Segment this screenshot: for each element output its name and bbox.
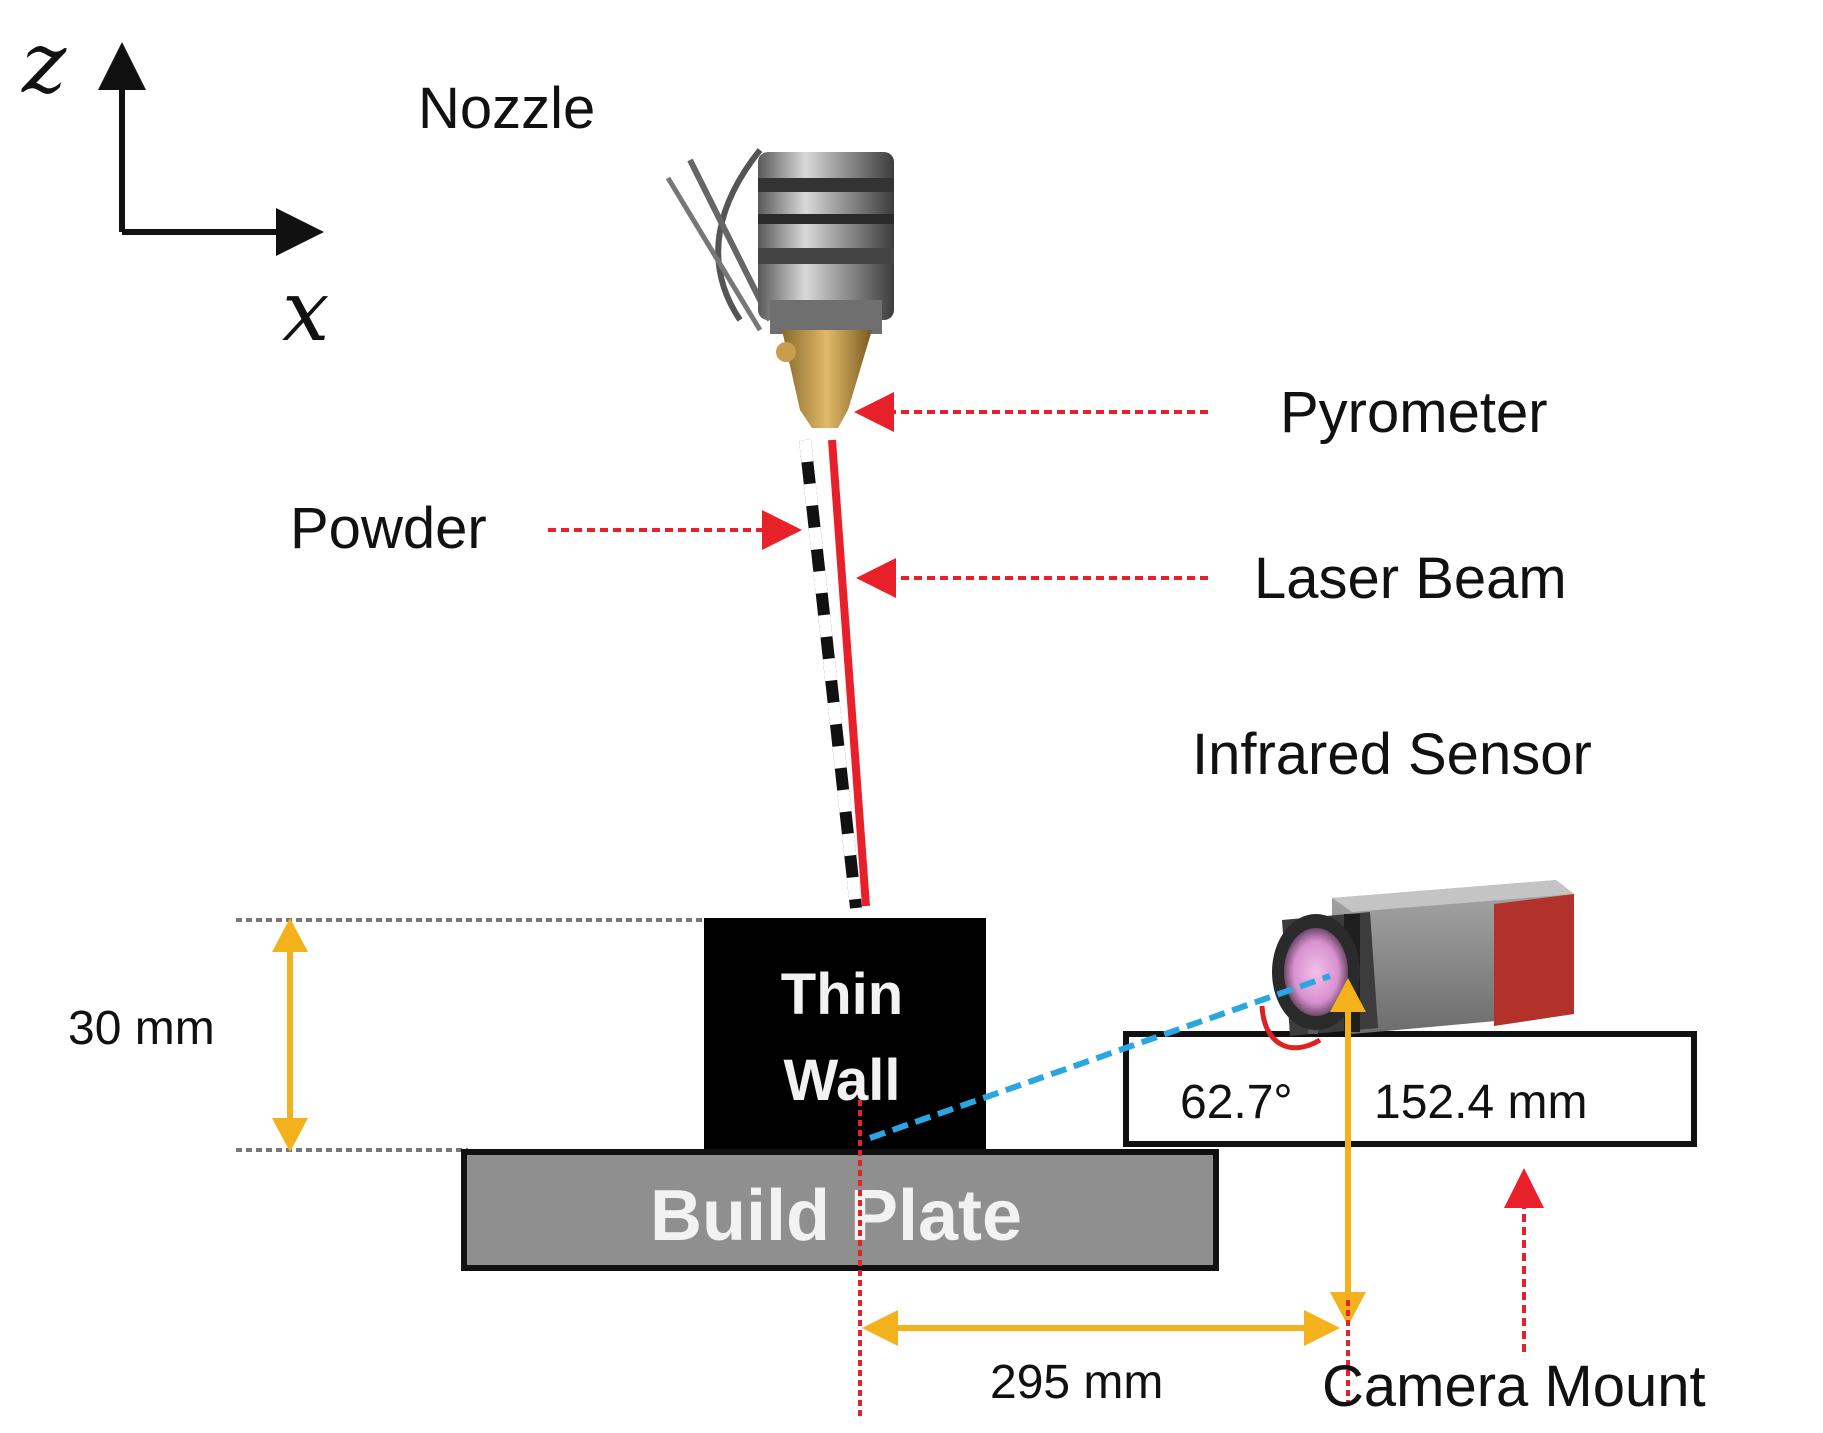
z-axis-label: z [21, 14, 67, 112]
camera-mount: 62.7° 152.4 mm [1123, 1031, 1697, 1147]
pyrometer-label: Pyrometer [1280, 380, 1548, 445]
laser-beam-callout: Laser Beam [856, 546, 1567, 611]
build-plate: Build Plate [461, 1149, 1219, 1271]
coordinate-axes: z x [21, 14, 329, 360]
camera-mount-label: Camera Mount [1322, 1354, 1706, 1419]
angle-label: 62.7° [1180, 1076, 1293, 1129]
laser-beam-line [828, 439, 870, 907]
camera-height-dimension [1330, 978, 1366, 1406]
thin-wall: Thin Wall [704, 918, 986, 1154]
nozzle-icon [665, 148, 894, 428]
thin-wall-label-line1: Thin [781, 962, 903, 1027]
sensor-sight-line [869, 973, 1331, 1141]
powder-callout: Powder [290, 496, 802, 561]
horizontal-offset-dimension: 295 mm [862, 1310, 1340, 1409]
laser-beam-label: Laser Beam [1254, 546, 1567, 611]
powder-label: Powder [290, 496, 487, 561]
camera-height-label: 152.4 mm [1374, 1076, 1587, 1129]
nozzle-label: Nozzle [418, 76, 595, 141]
powder-stream [799, 439, 862, 909]
wall-height-label: 30 mm [68, 1002, 215, 1055]
infrared-sensor-label: Infrared Sensor [1192, 722, 1592, 787]
infrared-camera-icon [1259, 880, 1574, 1051]
wall-height-dimension: 30 mm [68, 918, 704, 1152]
thin-wall-label-line2: Wall [783, 1048, 900, 1113]
build-plate-label: Build Plate [650, 1176, 1022, 1256]
x-axis-label: x [282, 262, 329, 360]
horizontal-offset-label: 295 mm [990, 1356, 1163, 1409]
camera-mount-callout: Camera Mount [1322, 1168, 1706, 1419]
pyrometer-callout: Pyrometer [854, 380, 1548, 445]
